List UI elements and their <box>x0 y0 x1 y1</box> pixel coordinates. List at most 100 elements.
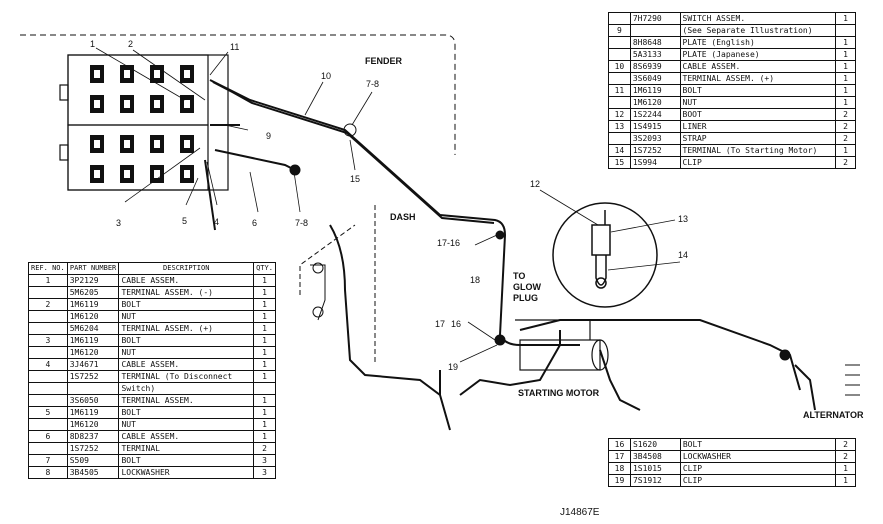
callout-10: 10 <box>321 71 331 81</box>
description-cell: TERMINAL ASSEM. <box>118 394 255 407</box>
part-number-cell: 3P2129 <box>66 274 120 287</box>
ref-cell: 10 <box>608 60 631 73</box>
qty-cell: 1 <box>253 310 276 323</box>
ref-cell: 9 <box>608 24 631 37</box>
description-cell: CABLE ASSEM. <box>118 430 255 443</box>
ref-cell <box>28 286 68 299</box>
qty-cell: 1 <box>253 298 276 311</box>
callout-numbers: 1 2 3 4 5 6 7-8 7-8 9 10 11 12 13 14 15 … <box>90 39 688 372</box>
description-cell: CLIP <box>679 462 837 475</box>
description-cell: TERMINAL (To Disconnect <box>118 370 255 383</box>
qty-cell: 2 <box>835 438 856 451</box>
description-cell: BOOT <box>679 108 837 121</box>
description-cell: NUT <box>118 310 255 323</box>
ref-cell <box>608 48 631 61</box>
part-number-cell: S509 <box>66 454 120 467</box>
qty-cell: 1 <box>835 36 856 49</box>
ref-cell: 7 <box>28 454 68 467</box>
label-to: TO <box>513 271 525 281</box>
callout-12: 12 <box>530 179 540 189</box>
ref-cell <box>28 322 68 335</box>
part-number-cell: 3S6049 <box>629 72 681 85</box>
ref-cell <box>28 418 68 431</box>
description-cell: NUT <box>679 96 837 109</box>
qty-cell: 1 <box>835 462 856 475</box>
callout-17-16: 17-16 <box>437 238 460 248</box>
description-cell: NUT <box>118 418 255 431</box>
qty-cell: 1 <box>253 430 276 443</box>
ref-cell: 19 <box>608 474 631 487</box>
description-cell: CABLE ASSEM. <box>679 60 837 73</box>
qty-cell: 3 <box>253 454 276 467</box>
header-qty: QTY. <box>253 262 276 275</box>
qty-cell: 1 <box>253 322 276 335</box>
callout-2: 2 <box>128 39 133 49</box>
part-number-cell: 1M6120 <box>66 418 120 431</box>
ref-cell: 1 <box>28 274 68 287</box>
qty-cell: 1 <box>253 370 276 383</box>
detail-terminal <box>591 210 611 289</box>
part-number-cell: 3B4505 <box>66 466 120 479</box>
part-number-cell: 3B4508 <box>629 450 681 463</box>
callout-4: 4 <box>214 217 219 227</box>
ref-cell: 2 <box>28 298 68 311</box>
qty-cell: 1 <box>835 84 856 97</box>
description-cell: LOCKWASHER <box>118 466 255 479</box>
qty-cell: 1 <box>253 286 276 299</box>
qty-cell: 1 <box>253 406 276 419</box>
qty-cell: 2 <box>835 450 856 463</box>
qty-cell: 3 <box>253 466 276 479</box>
ref-cell: 12 <box>608 108 631 121</box>
part-number-cell: 1S7252 <box>66 442 120 455</box>
qty-cell: 1 <box>835 48 856 61</box>
description-cell: BOLT <box>118 406 255 419</box>
description-cell: TERMINAL (To Starting Motor) <box>679 144 837 157</box>
callout-17: 17 <box>435 319 445 329</box>
part-number-cell: 1M6119 <box>66 334 120 347</box>
description-cell: TERMINAL ASSEM. (-) <box>118 286 255 299</box>
table-row: 9(See Separate Illustration) <box>608 24 856 37</box>
callout-19: 19 <box>448 362 458 372</box>
description-cell: PLATE (Japanese) <box>679 48 837 61</box>
description-cell: LINER <box>679 120 837 133</box>
description-cell: TERMINAL ASSEM. (+) <box>679 72 837 85</box>
part-number-cell: 8D8237 <box>66 430 120 443</box>
ref-cell: 13 <box>608 120 631 133</box>
qty-cell: 1 <box>253 274 276 287</box>
description-cell: LOCKWASHER <box>679 450 837 463</box>
ref-cell: 11 <box>608 84 631 97</box>
description-cell: CLIP <box>679 156 837 169</box>
part-number-cell: 1M6120 <box>629 96 681 109</box>
detail-circle <box>552 202 658 308</box>
callout-7-8-left: 7-8 <box>295 218 308 228</box>
callout-16: 16 <box>451 319 461 329</box>
leader-lines <box>95 47 681 363</box>
part-number-cell: 3S2093 <box>629 132 681 145</box>
ref-cell <box>608 12 631 25</box>
part-number-cell: 1M6120 <box>66 346 120 359</box>
part-number-cell: 8H8648 <box>629 36 681 49</box>
ref-cell <box>28 346 68 359</box>
part-number-cell: 1S7252 <box>629 144 681 157</box>
ref-cell <box>28 310 68 323</box>
ref-cell: 4 <box>28 358 68 371</box>
battery-cell-inner <box>94 70 190 178</box>
ref-cell: 8 <box>28 466 68 479</box>
qty-cell: 2 <box>835 120 856 133</box>
callout-5: 5 <box>182 216 187 226</box>
ref-cell: 16 <box>608 438 631 451</box>
